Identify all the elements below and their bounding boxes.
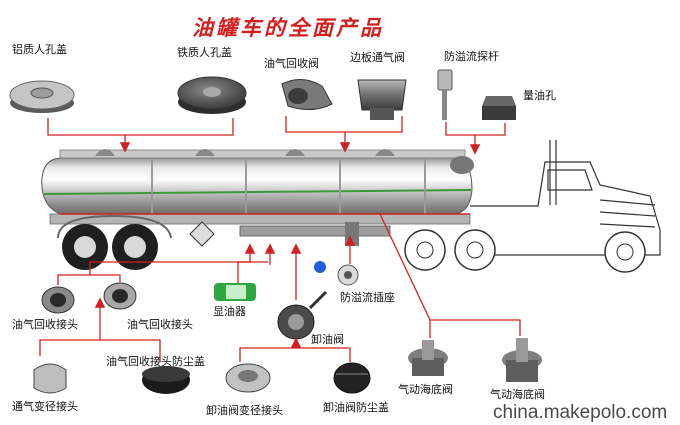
side-vent-valve-icon	[357, 79, 407, 120]
label-unloading-dust-cap: 卸油阀防尘盖	[323, 401, 389, 414]
oil-gauge-hole-icon	[482, 96, 516, 120]
aluminum-manhole-icon	[9, 80, 75, 113]
label-unloading-adapter: 卸油阀变径接头	[206, 404, 283, 417]
label-side-vent-valve: 边板通气阀	[350, 51, 405, 64]
label-oil-indicator: 显油器	[213, 305, 246, 318]
label-overflow-socket: 防溢流插座	[340, 291, 395, 304]
unloading-dust-cap-icon	[333, 362, 371, 394]
vapor-coupling-icon-1	[41, 286, 75, 314]
label-vapor-recovery-valve: 油气回收阀	[264, 57, 319, 70]
pneumatic-valve-icon-2	[502, 338, 542, 382]
diagram-title: 油罐车的全面产品	[192, 15, 384, 40]
label-vapor-coupling-1: 油气回收接头	[12, 318, 78, 331]
vapor-coupling-icon-2	[103, 282, 137, 310]
tanker-truck	[41, 140, 661, 273]
pneumatic-valve-icon-1	[408, 340, 448, 376]
label-pneumatic-valve-1: 气动海底阀	[398, 383, 453, 396]
label-overflow-probe: 防溢流探杆	[444, 50, 499, 63]
label-vent-adapter: 通气变径接头	[12, 400, 78, 413]
label-pneumatic-valve-2: 气动海底阀	[490, 388, 545, 401]
unloading-valve-icon	[277, 290, 328, 340]
callout-lines	[39, 116, 521, 362]
vent-adapter-icon	[33, 363, 67, 394]
label-unloading-valve: 卸油阀	[311, 333, 344, 346]
label-vapor-coupling-2: 油气回收接头	[127, 318, 193, 331]
iron-manhole-icon	[177, 76, 247, 114]
vapor-dust-cap-icon	[142, 366, 190, 394]
label-iron-manhole: 铁质人孔盖	[177, 46, 232, 59]
overflow-probe-icon	[437, 69, 453, 120]
label-oil-gauge-hole: 量油孔	[523, 89, 556, 102]
vapor-recovery-valve-icon	[281, 79, 333, 110]
unloading-adapter-icon	[225, 363, 271, 393]
watermark: china.makepolo.com	[493, 402, 668, 423]
oil-indicator-icon	[214, 283, 256, 301]
label-aluminum-manhole: 铝质人孔盖	[12, 43, 67, 56]
overflow-socket-icon	[314, 261, 359, 286]
label-vapor-dust-cap: 油气回收接头防尘盖	[106, 355, 205, 368]
